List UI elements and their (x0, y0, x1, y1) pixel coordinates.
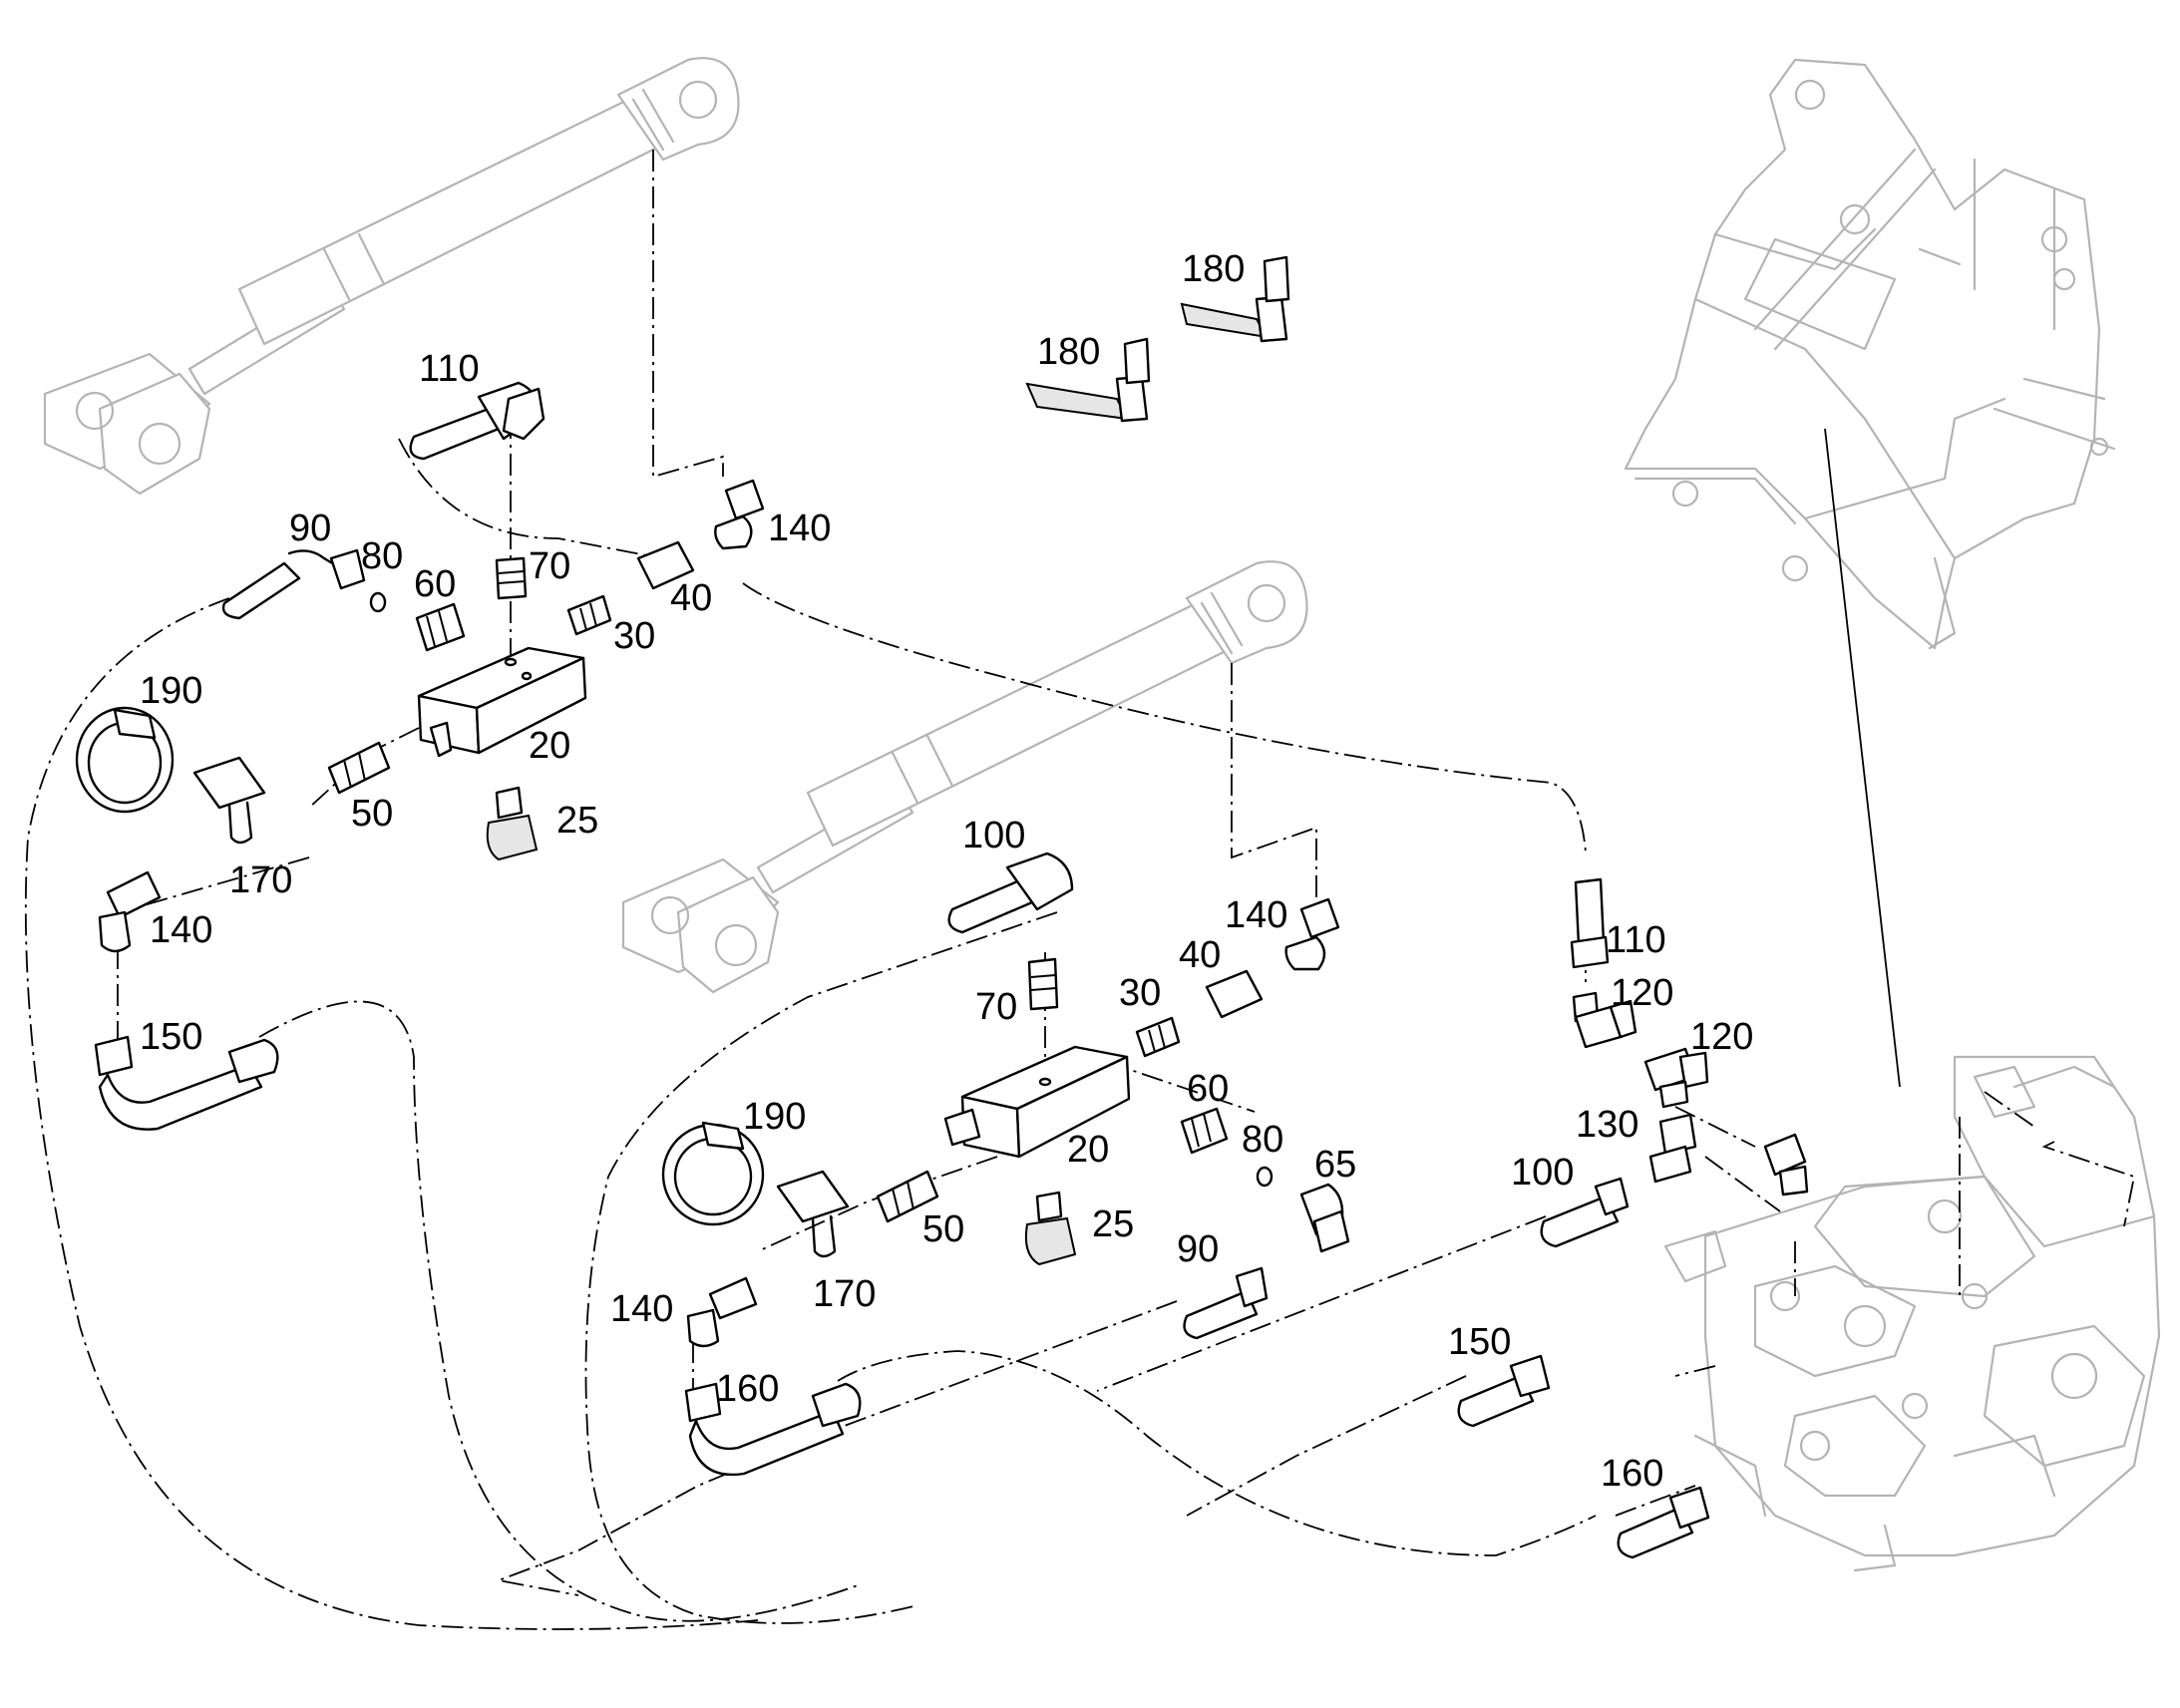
part-30-adapter-mid (1135, 1016, 1181, 1058)
part-190-hose-clamp-mid (661, 1121, 765, 1226)
label-60-mid: 60 (1187, 1068, 1229, 1110)
label-190-mid: 190 (743, 1096, 806, 1138)
label-140-low: 140 (610, 1288, 673, 1330)
label-40-mid: 40 (1179, 934, 1221, 976)
part-140-elbow-mid (1284, 897, 1340, 971)
part-120-tee-a (1572, 991, 1637, 1049)
part-60-adapter (415, 602, 466, 652)
control-valve-block (1663, 1055, 2161, 1572)
part-140-elbow-low (686, 1276, 758, 1348)
label-150-left: 150 (140, 1016, 202, 1058)
part-160-hose-end-right (1617, 1486, 1710, 1559)
part-180-cable-tie-a (1180, 255, 1290, 343)
part-25-test-point-mid (1024, 1191, 1077, 1266)
upper-cylinder (43, 57, 740, 496)
label-65-mid: 65 (1314, 1144, 1356, 1186)
label-20-left: 20 (529, 725, 570, 767)
label-120-b: 120 (1690, 1016, 1753, 1058)
part-190-hose-clamp (75, 706, 175, 814)
part-20-valve-block (417, 646, 587, 758)
valve-elbow-fitting (1763, 1133, 1809, 1196)
label-180-a: 180 (1182, 248, 1245, 290)
label-25-left: 25 (556, 800, 598, 842)
part-70-fitting-mid (1027, 957, 1059, 1011)
label-20-mid: 20 (1067, 1129, 1109, 1171)
part-170-clip-mid (776, 1170, 850, 1258)
label-140-top: 140 (768, 508, 831, 549)
part-20-valve-block-mid (943, 1045, 1131, 1159)
label-90-mid: 90 (1177, 1228, 1219, 1270)
label-100-right: 100 (1511, 1152, 1574, 1194)
label-190-left: 190 (140, 670, 202, 712)
label-100-mid: 100 (962, 815, 1025, 856)
label-150-right: 150 (1448, 1321, 1511, 1363)
label-30-left: 30 (613, 615, 655, 657)
part-180-cable-tie-b (1025, 337, 1151, 423)
part-70-fitting (495, 556, 528, 600)
part-65-elbow (1299, 1183, 1350, 1253)
part-labels: 110 90 80 60 70 30 40 140 190 50 20 25 1… (140, 248, 1753, 1495)
part-60-adapter-mid (1180, 1107, 1229, 1155)
label-130: 130 (1576, 1104, 1638, 1146)
part-50-adapter (327, 741, 391, 795)
part-80-oring (369, 591, 387, 613)
label-120-a: 120 (1611, 972, 1673, 1014)
part-150-hose-end (94, 1035, 279, 1131)
frame-leader-line (1824, 428, 1901, 1088)
lower-cylinder (621, 560, 1308, 994)
label-60-left: 60 (414, 563, 456, 605)
part-40-nut (636, 540, 695, 590)
part-160-hose-end (684, 1382, 862, 1477)
part-80-oring-mid (1256, 1166, 1273, 1188)
label-50-left: 50 (351, 793, 393, 835)
label-25-mid: 25 (1092, 1203, 1134, 1245)
label-40-left: 40 (670, 577, 712, 619)
label-110-right: 110 (1606, 919, 1666, 961)
part-120-tee-b (1643, 1047, 1709, 1109)
label-170-mid: 170 (813, 1273, 876, 1315)
label-70-mid: 70 (975, 986, 1017, 1028)
part-90-hose-elbow (221, 548, 366, 620)
part-130-elbow (1648, 1113, 1697, 1184)
part-90-hose-end-mid (1183, 1266, 1269, 1340)
part-100-hose-elbow (947, 852, 1074, 934)
label-110-top: 110 (419, 348, 480, 390)
part-150-hose-end-right (1457, 1354, 1551, 1428)
label-80-left: 80 (361, 535, 403, 577)
part-140-elbow (714, 479, 765, 550)
part-50-adapter-mid (876, 1170, 939, 1223)
label-180-b: 180 (1037, 331, 1100, 373)
part-170-clip (192, 756, 266, 845)
label-70-left: 70 (529, 545, 570, 587)
part-110-hose-end-right (1570, 877, 1610, 969)
part-100-hose-end-right (1540, 1177, 1630, 1248)
label-140-mid: 140 (1225, 894, 1287, 936)
part-110-hose-elbow (409, 381, 545, 461)
part-25-test-point (486, 786, 539, 861)
label-160-right: 160 (1601, 1453, 1663, 1495)
label-170-left: 170 (229, 859, 292, 901)
label-30-mid: 30 (1119, 972, 1161, 1014)
part-30-adapter (566, 594, 612, 636)
label-160-low: 160 (716, 1368, 779, 1410)
part-140-elbow-left (98, 870, 162, 953)
part-40-nut-mid (1205, 969, 1264, 1019)
loader-frame (1624, 58, 2116, 650)
label-140-left: 140 (150, 909, 212, 951)
label-90-left: 90 (289, 508, 331, 549)
label-50-mid: 50 (922, 1208, 964, 1250)
label-80-mid: 80 (1242, 1119, 1283, 1161)
